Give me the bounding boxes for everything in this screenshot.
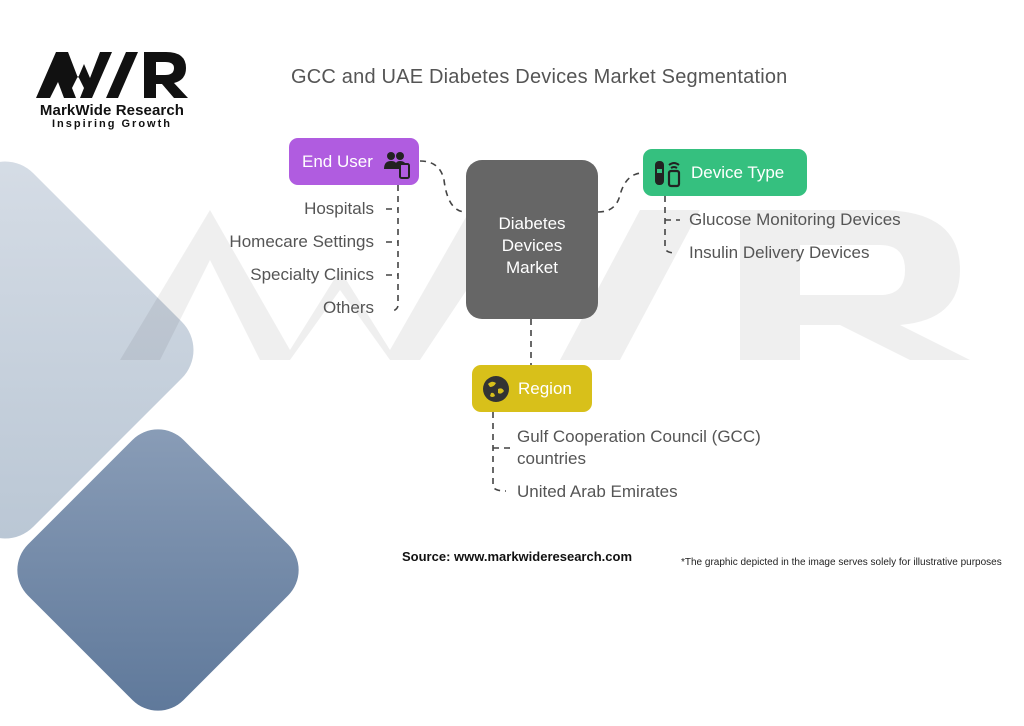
segment-label: Region <box>518 378 572 398</box>
brand-tagline: Inspiring Growth <box>52 118 172 130</box>
mwr-logo-icon <box>36 52 188 98</box>
list-item: Others <box>322 298 374 317</box>
brand-logo: MarkWide Research Inspiring Growth <box>34 48 190 130</box>
brand-name: MarkWide Research <box>39 102 185 119</box>
segment-label: End User <box>302 151 373 171</box>
globe-icon <box>483 375 509 402</box>
disclaimer-text: *The graphic depicted in the image serve… <box>681 557 1002 568</box>
segment-region: Region <box>472 365 592 412</box>
list-item-continuation: countries <box>517 449 586 468</box>
list-item: Specialty Clinics <box>250 265 374 284</box>
list-item: Hospitals <box>304 199 374 218</box>
page-title: GCC and UAE Diabetes Devices Market Segm… <box>291 66 788 88</box>
list-item: Homecare Settings <box>229 232 374 251</box>
glucose-devices-icon <box>655 160 681 187</box>
watermark-logo <box>120 210 970 360</box>
center-label-line: Devices <box>501 235 563 255</box>
list-item: Gulf Cooperation Council (GCC) <box>517 427 761 446</box>
list-item: Insulin Delivery Devices <box>689 243 870 262</box>
users-device-icon <box>383 151 410 179</box>
center-label-line: Market <box>506 257 558 277</box>
list-item: Glucose Monitoring Devices <box>689 210 901 229</box>
connector-lines <box>386 160 680 492</box>
center-label-line: Diabetes <box>498 213 566 233</box>
segment-device-type: Device Type <box>643 149 807 196</box>
list-item: United Arab Emirates <box>517 482 678 501</box>
segment-end-user: End User <box>289 138 419 185</box>
source-text: Source: www.markwideresearch.com <box>402 549 633 564</box>
segment-label: Device Type <box>691 162 785 182</box>
center-node-diabetes-devices-market: Diabetes Devices Market <box>466 160 598 319</box>
